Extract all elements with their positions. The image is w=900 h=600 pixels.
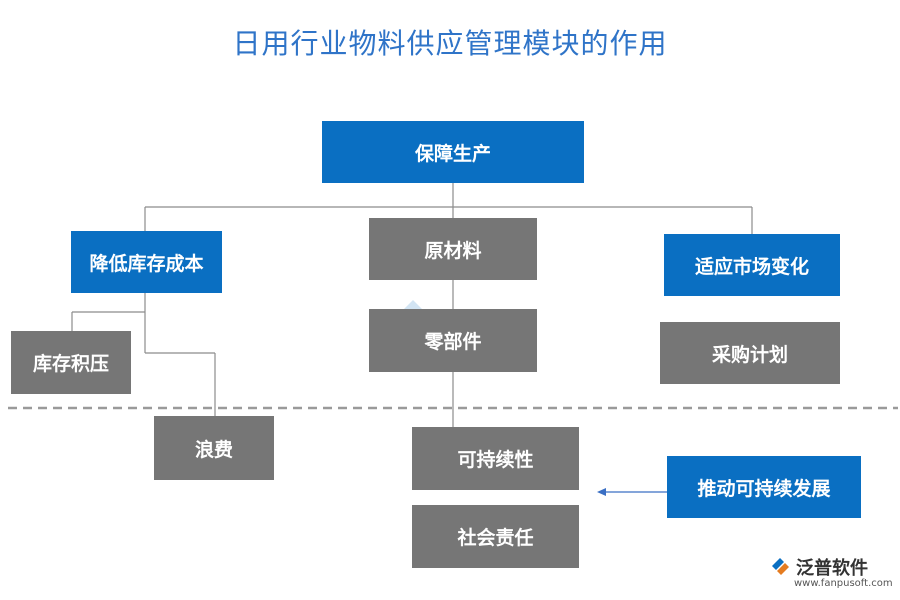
node-social-responsibility: 社会责任: [412, 505, 579, 568]
node-inventory-backlog: 库存积压: [11, 331, 131, 394]
diagram-title: 日用行业物料供应管理模块的作用: [232, 27, 668, 60]
node-parts: 零部件: [369, 309, 537, 372]
node-reduce-cost: 降低库存成本: [71, 231, 222, 293]
brand-name: 泛普软件: [796, 558, 868, 579]
arrow-head: [597, 488, 606, 496]
node-purchase-plan: 采购计划: [660, 322, 840, 384]
node-sustainability: 可持续性: [412, 427, 579, 490]
node-promote-sustainable: 推动可持续发展: [667, 456, 861, 518]
node-waste: 浪费: [154, 416, 274, 480]
node-root: 保障生产: [322, 121, 584, 183]
node-adapt-market: 适应市场变化: [664, 234, 840, 296]
brand-url: www.fanpusoft.com: [794, 578, 893, 589]
brand-logo: 泛普软件 www.fanpusoft.com: [770, 554, 895, 594]
node-raw-material: 原材料: [369, 218, 537, 280]
brand-mark-icon: [772, 558, 789, 575]
